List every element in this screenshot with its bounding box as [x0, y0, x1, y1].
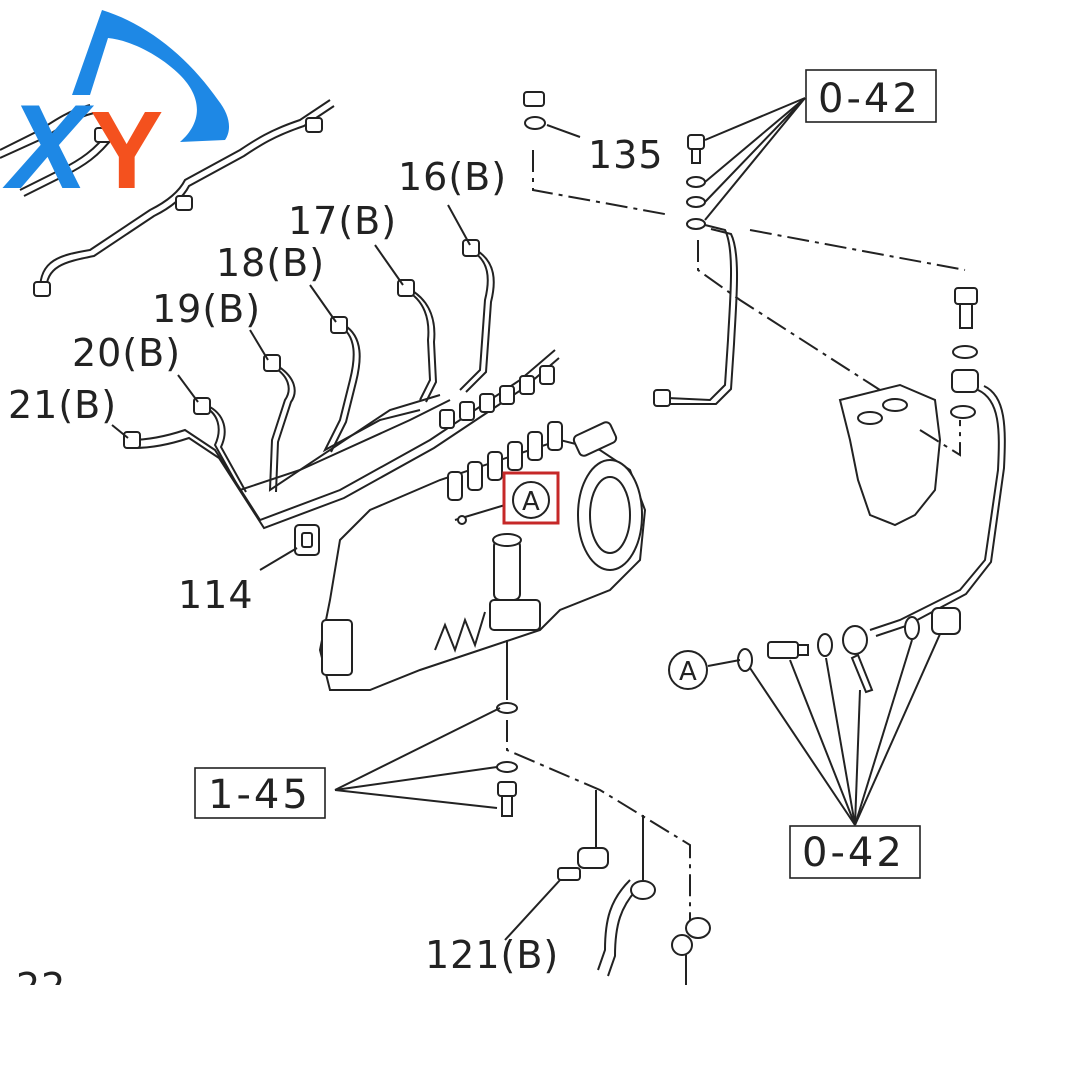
- xy-logo: X Y: [2, 10, 230, 214]
- label-121: 121(B): [425, 933, 559, 977]
- svg-text:A: A: [522, 487, 540, 517]
- leader-lines: [111, 204, 471, 439]
- label-21: 21(B): [8, 383, 117, 427]
- label-17: 17(B): [288, 199, 397, 243]
- injection-pump: [318, 421, 647, 691]
- callout-a-side: A: [668, 650, 708, 690]
- label-18: 18(B): [216, 241, 325, 285]
- label-16: 16(B): [398, 155, 507, 199]
- svg-text:0-42: 0-42: [802, 830, 905, 876]
- callout-a-pump: A: [502, 471, 560, 525]
- overflow-group: [334, 640, 711, 985]
- svg-text:A: A: [679, 657, 697, 687]
- svg-text:X: X: [2, 80, 95, 214]
- ref-box-left: 1-45: [194, 767, 326, 819]
- label-114: 114: [178, 573, 254, 617]
- svg-text:0-42: 0-42: [818, 76, 921, 122]
- label-20: 20(B): [72, 331, 181, 375]
- ref-box-bottom-right: 0-42: [789, 825, 921, 879]
- svg-text:Y: Y: [90, 89, 163, 212]
- svg-text:1-45: 1-45: [208, 772, 311, 818]
- label-19: 19(B): [152, 287, 261, 331]
- ref-box-top-right: 0-42: [805, 69, 937, 123]
- injection-pipes-group: [0, 99, 560, 530]
- return-pipe-group: [653, 97, 1006, 637]
- clip-114: [259, 524, 320, 571]
- label-135: 135: [588, 133, 664, 177]
- lower-fittings-group: [707, 607, 961, 826]
- fitting-135: [523, 91, 671, 216]
